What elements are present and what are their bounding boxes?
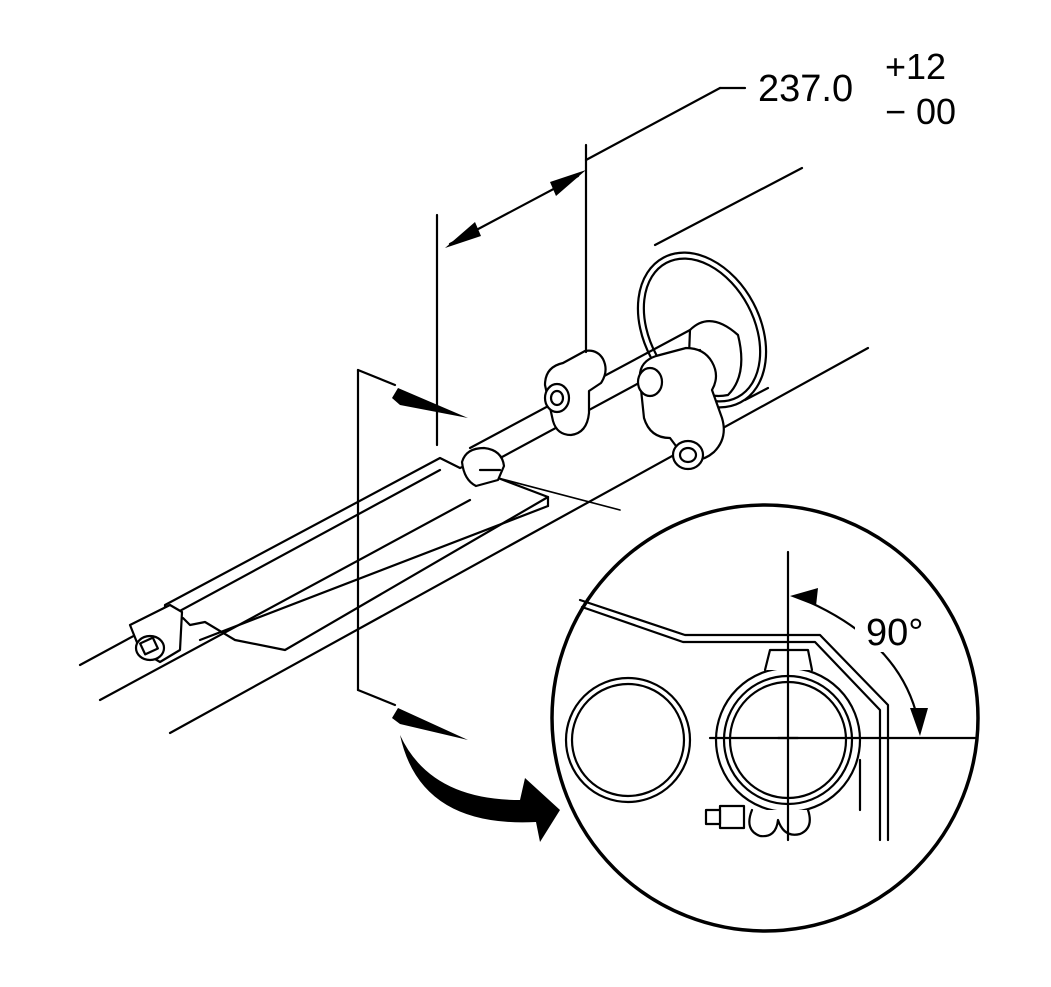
dimension-tolerance-plus: +12 bbox=[885, 46, 946, 87]
brake-line-bracket-rear bbox=[543, 349, 607, 437]
brake-line-clip-small bbox=[128, 603, 184, 664]
angle-label: 90° bbox=[866, 612, 923, 654]
dimension-tolerance-minus: − 00 bbox=[885, 91, 956, 132]
detail-view bbox=[550, 503, 980, 933]
dimension-arrowhead-left bbox=[445, 222, 481, 248]
angle-arrowhead-right bbox=[910, 708, 928, 736]
section-arrow-lower bbox=[392, 708, 468, 740]
dimension-arrowhead-right bbox=[550, 170, 586, 196]
angle-arrowhead-top bbox=[790, 588, 818, 606]
dimension-value: 237.0 bbox=[758, 68, 853, 110]
section-indicator bbox=[356, 368, 468, 740]
brake-line-clip-middle bbox=[460, 446, 506, 488]
heat-shield-bracket bbox=[163, 456, 621, 652]
detail-pointer-arrow bbox=[400, 735, 560, 842]
brake-line-bracket-front bbox=[636, 346, 725, 471]
section-arrow-upper bbox=[392, 388, 468, 418]
